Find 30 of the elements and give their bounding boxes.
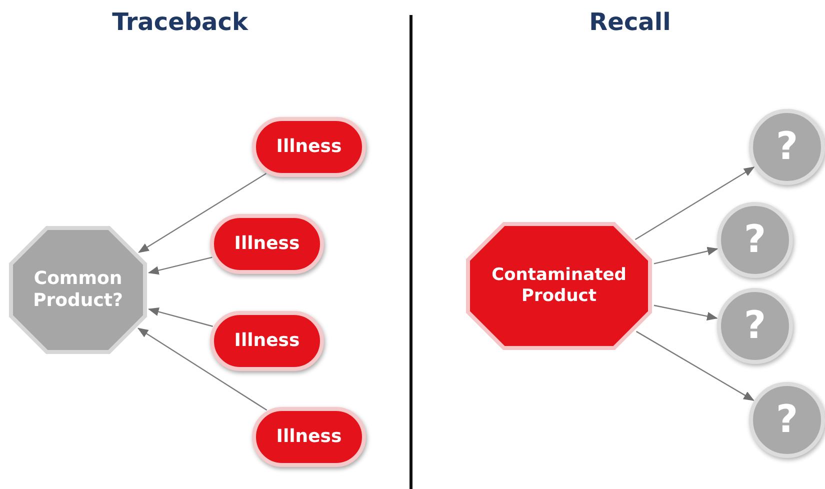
arrow (137, 328, 268, 411)
illness-pill (252, 407, 366, 467)
node-label: Contaminated Product (490, 264, 628, 308)
section-title: Recall (589, 8, 671, 36)
octagon-node (465, 221, 653, 351)
arrow (654, 246, 718, 264)
question-circle (749, 109, 825, 185)
arrow (636, 330, 754, 401)
illness-pill (252, 117, 366, 177)
node-label: Illness (276, 136, 342, 158)
question-mark: ? (744, 302, 766, 350)
question-circle (749, 382, 825, 458)
arrow (148, 308, 213, 327)
illness-pill (210, 214, 324, 274)
question-mark: ? (744, 216, 766, 264)
section-title: Traceback (112, 8, 248, 36)
node-label: Illness (276, 426, 342, 448)
question-mark: ? (776, 123, 798, 170)
arrow (654, 304, 718, 320)
octagon-node (8, 225, 148, 355)
illness-pill (210, 311, 324, 371)
arrow (148, 256, 212, 275)
node-label: Illness (234, 232, 300, 256)
question-mark: ? (776, 396, 798, 444)
arrow (138, 173, 266, 253)
node-label: Common Product? (32, 268, 124, 312)
arrow (634, 166, 755, 240)
question-circle (717, 202, 793, 278)
question-circle (717, 288, 793, 364)
node-label: Illness (234, 330, 300, 352)
